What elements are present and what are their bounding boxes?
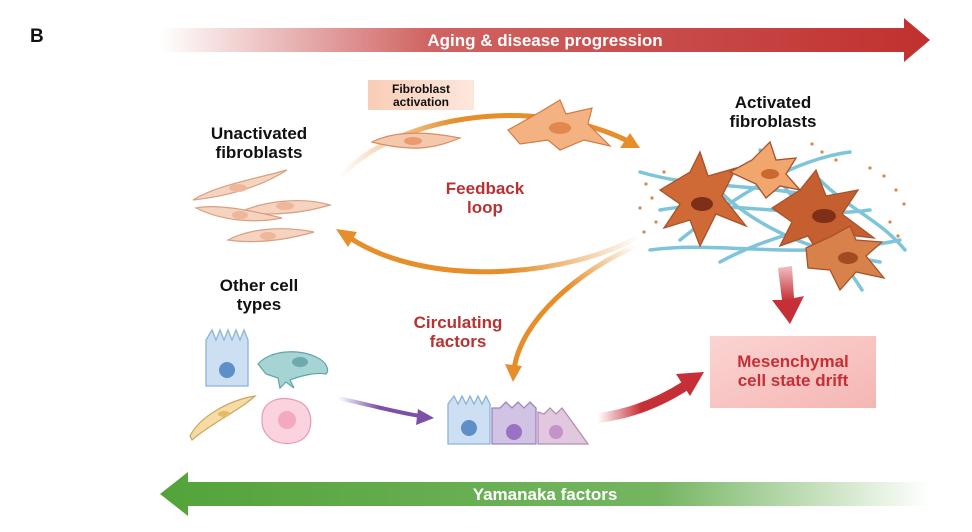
panel-label: B [30, 26, 44, 47]
dot-11 [820, 150, 824, 154]
smooth-muscle-cell [189, 395, 257, 441]
drift-box-line2: cell state drift [738, 371, 849, 390]
other-cell-types [189, 328, 329, 445]
purple-arrow [336, 396, 434, 425]
activated-nuclei [691, 169, 858, 264]
unactivated-fibroblasts-cells [192, 169, 333, 243]
feedback-arc-path [347, 233, 643, 275]
smooth-muscle-cell-nucleus [218, 411, 230, 417]
drift-cell-purple-nucleus [506, 424, 522, 440]
drift-cell-pink [537, 407, 590, 445]
activated-nucleus-1 [691, 197, 713, 211]
dot-8 [894, 188, 898, 192]
feedback-label-1: Feedback [446, 179, 525, 198]
unactivated-label-1: Unactivated [211, 124, 307, 143]
drift-cell-pink-body [537, 407, 590, 445]
activating-fibroblast-1-nucleus [404, 137, 422, 145]
dendritic-cell-nucleus [292, 357, 308, 367]
red-down-arrow-shape [772, 266, 804, 324]
drift-cell-purple [491, 401, 537, 445]
activation-box: Fibroblast activation [368, 80, 474, 110]
aging-arrow-shape [160, 18, 930, 62]
yamanaka-arrow-shape [160, 472, 930, 516]
activated-cells [658, 140, 886, 292]
dot-13 [810, 142, 814, 146]
unactivated-nuclei [229, 184, 294, 240]
dot-14 [896, 234, 900, 238]
circulating-label-1: Circulating [414, 313, 503, 332]
aging-arrow-label: Aging & disease progression [427, 31, 662, 50]
dot-9 [902, 202, 906, 206]
activation-box-line1: Fibroblast [392, 82, 450, 96]
fibro-nucleus-2 [276, 202, 294, 210]
drift-cell-blue-nucleus [461, 420, 477, 436]
dot-2 [650, 196, 654, 200]
activated-fibroblasts-cluster [638, 140, 907, 292]
macrophage-cell-nucleus [278, 411, 296, 429]
drifting-cells [447, 394, 590, 445]
circulating-arc-path [511, 243, 639, 373]
dendritic-cell [257, 351, 329, 390]
other-label-2: types [237, 295, 281, 314]
drift-cell-purple-body [491, 401, 537, 445]
yamanaka-arrow: Yamanaka factors [160, 472, 930, 516]
epithelial-cell-nucleus [219, 362, 235, 378]
dot-10 [888, 220, 892, 224]
dendritic-cell-body [257, 351, 329, 390]
epithelial-cell-body [205, 328, 249, 387]
drift-box-line1: Mesenchymal [737, 352, 849, 371]
macrophage-cell [261, 397, 312, 445]
activated-label-1: Activated [735, 93, 812, 112]
dot-7 [882, 174, 886, 178]
activated-nucleus-2 [812, 209, 836, 223]
secretion-dots [638, 142, 906, 238]
other-label-1: Other cell [220, 276, 298, 295]
drift-cell-pink-nucleus [549, 425, 563, 439]
circulating-label-2: factors [430, 332, 487, 351]
smooth-muscle-cell-body [189, 395, 257, 441]
activation-arc-arrow [337, 113, 640, 181]
dot-15 [868, 166, 872, 170]
purple-arrow-path [336, 396, 422, 418]
drift-cell-blue [447, 394, 491, 445]
aging-arrow: Aging & disease progression [160, 18, 930, 62]
activation-arc-head [620, 133, 640, 148]
fibro-nucleus-4 [260, 232, 276, 240]
feedback-arc-head [336, 229, 357, 247]
activated-label-2: fibroblasts [730, 112, 817, 131]
red-drift-arrow-path [593, 381, 690, 423]
drift-box-bg [710, 336, 876, 408]
epithelial-cell [205, 328, 249, 387]
dot-5 [642, 230, 646, 234]
purple-arrow-head [416, 409, 434, 425]
activating-fibroblast-2 [507, 99, 612, 151]
activated-nucleus-4 [838, 252, 858, 264]
fibro-nucleus-3 [232, 211, 248, 219]
red-drift-arrow-head [676, 372, 704, 396]
activating-fibroblast-1 [370, 132, 463, 149]
dot-1 [644, 182, 648, 186]
circulating-arc-arrow [505, 243, 639, 382]
activated-nucleus-3 [761, 169, 779, 179]
circulating-arc-head [505, 364, 522, 382]
activation-box-bg [368, 80, 474, 110]
dot-4 [654, 220, 658, 224]
activating-fibroblast-2-nucleus [549, 122, 571, 134]
collagen-fiber-7 [818, 178, 907, 252]
red-drift-arrow [593, 372, 704, 423]
red-down-arrow [772, 266, 804, 324]
dot-12 [834, 158, 838, 162]
activation-box-line2: activation [393, 95, 449, 109]
feedback-label-2: loop [467, 198, 503, 217]
fibro-nucleus-1 [229, 184, 247, 192]
yamanaka-arrow-label: Yamanaka factors [473, 485, 618, 504]
drift-box: Mesenchymal cell state drift [710, 336, 876, 408]
dot-3 [638, 206, 642, 210]
dot-6 [662, 170, 666, 174]
unactivated-label-2: fibroblasts [216, 143, 303, 162]
feedback-arc-arrow [336, 229, 643, 275]
